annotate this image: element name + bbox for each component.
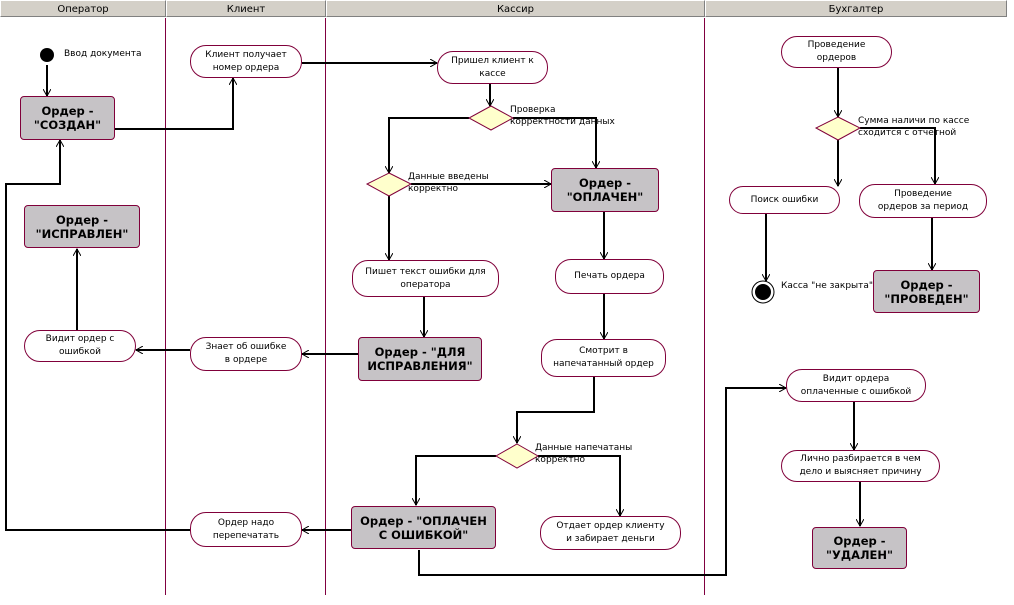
lane-cashier[interactable]: Кассир xyxy=(326,0,705,17)
activity-print-order-label: Печать ордера xyxy=(574,271,645,281)
activity-knows-error[interactable]: Знает об ошибке в ордере xyxy=(190,337,302,371)
activity-sees-paid-error-label: Видит ордера оплаченные с ошибкой xyxy=(800,373,912,397)
lane-client[interactable]: Клиент xyxy=(166,0,326,17)
activity-order-must-reprint[interactable]: Ордер надо перепечатать xyxy=(190,512,302,547)
edge-check-to-data xyxy=(389,117,469,173)
state-posted-label: Ордер - "ПРОВЕДЕН" xyxy=(884,277,969,306)
activity-client-came[interactable]: Пришел клиент к кассе xyxy=(437,51,548,84)
activity-search-error-label: Поиск ошибки xyxy=(750,194,819,205)
activity-order-must-reprint-label: Ордер надо перепечатать xyxy=(212,517,280,541)
activity-sees-order-error-label: Видит ордер с ошибкой xyxy=(45,334,115,357)
activity-client-came-label: Пришел клиент к кассе xyxy=(451,55,534,79)
state-deleted-label: Ордер - "УДАЛЕН" xyxy=(825,534,894,562)
decision-data-entered xyxy=(365,172,413,197)
activity-print-order[interactable]: Печать ордера xyxy=(555,259,664,294)
edge-reprint-to-created xyxy=(5,140,190,531)
activity-posting-period[interactable]: Проведение ордеров за период xyxy=(859,184,987,218)
state-created[interactable]: Ордер - "СОЗДАН" xyxy=(20,96,115,140)
edge-looks-to-check2 xyxy=(517,377,595,443)
activity-posting-period-label: Проведение ордеров за период xyxy=(877,189,969,212)
activity-posting-orders-label: Проведение ордеров xyxy=(807,40,866,63)
end-node-inner xyxy=(755,284,771,300)
decision-cash-sum xyxy=(814,116,862,141)
activity-sees-paid-error[interactable]: Видит ордера оплаченные с ошибкой xyxy=(786,369,926,402)
label-data-entered: Данные введены корректно xyxy=(408,172,489,194)
flow-edges xyxy=(5,63,935,576)
edge-check2-to-paiderr xyxy=(416,455,496,505)
state-deleted[interactable]: Ордер - "УДАЛЕН" xyxy=(812,527,907,569)
lane-operator[interactable]: Оператор xyxy=(0,0,166,17)
state-paid-error[interactable]: Ордер - "ОПЛАЧЕН С ОШИБКОЙ" xyxy=(351,506,496,549)
activity-personally-sorts[interactable]: Лично разбирается в чем дело и выясняет … xyxy=(781,450,940,482)
activity-gives-order-label: Отдает ордер клиенту и забирает деньги xyxy=(556,521,665,544)
edge-cash-to-period xyxy=(860,127,935,184)
label-check-correct: Проверка корректности данных xyxy=(510,105,615,127)
activity-sees-order-error[interactable]: Видит ордер с ошибкой xyxy=(24,330,136,362)
state-for-fix-label: Ордер - "ДЛЯ ИСПРАВЛЕНИЯ" xyxy=(367,345,473,373)
activity-knows-error-label: Знает об ошибке в ордере xyxy=(205,342,287,365)
state-for-fix[interactable]: Ордер - "ДЛЯ ИСПРАВЛЕНИЯ" xyxy=(358,337,482,381)
label-cash-sum: Сумма наличи по кассе сходится с отчетно… xyxy=(858,116,970,138)
start-node xyxy=(40,48,54,62)
edge-check-to-paid xyxy=(513,117,596,168)
activity-personally-sorts-label: Лично разбирается в чем дело и выясняет … xyxy=(799,454,922,477)
label-kassa-not-closed: Касса "не закрыта" xyxy=(781,281,874,291)
state-fixed-label: Ордер - "ИСПРАВЛЕН" xyxy=(35,212,129,241)
activity-search-error[interactable]: Поиск ошибки xyxy=(729,186,840,214)
activity-looks-printed-label: Смотрит в напечатанный ордер xyxy=(553,346,654,369)
edge-paiderr-to-sees-paid xyxy=(418,388,786,576)
state-fixed[interactable]: Ордер - "ИСПРАВЛЕН" xyxy=(24,205,140,248)
activity-posting-orders[interactable]: Проведение ордеров xyxy=(781,36,892,68)
state-paid-label: Ордер - "ОПЛАЧЕН" xyxy=(566,176,644,204)
activity-client-gets-number-label: Клиент получает номер ордера xyxy=(205,49,287,73)
state-paid[interactable]: Ордер - "ОПЛАЧЕН" xyxy=(551,168,659,212)
state-posted[interactable]: Ордер - "ПРОВЕДЕН" xyxy=(873,270,980,313)
label-doc-input: Ввод документа xyxy=(64,49,142,59)
edge-check2-to-gives xyxy=(538,455,620,516)
activity-write-error-text[interactable]: Пишет текст ошибки для оператора xyxy=(352,260,499,297)
swimlane-header: Оператор Клиент Кассир Бухгалтер xyxy=(0,0,1014,18)
activity-write-error-text-label: Пишет текст ошибки для оператора xyxy=(365,266,486,290)
activity-client-gets-number[interactable]: Клиент получает номер ордера xyxy=(190,45,302,78)
lane-accountant[interactable]: Бухгалтер xyxy=(705,0,1007,17)
state-created-label: Ордер - "СОЗДАН" xyxy=(33,104,102,132)
activity-looks-printed[interactable]: Смотрит в напечатанный ордер xyxy=(541,339,666,377)
label-data-printed: Данные напечатаны корректно xyxy=(535,443,633,465)
state-paid-error-label: Ордер - "ОПЛАЧЕН С ОШИБКОЙ" xyxy=(360,513,487,542)
edge-created-to-client xyxy=(115,78,233,130)
decision-check-correct xyxy=(467,105,515,131)
swimlane-dividers xyxy=(165,18,705,595)
activity-gives-order[interactable]: Отдает ордер клиенту и забирает деньги xyxy=(540,516,681,550)
decision-data-printed xyxy=(494,443,540,469)
